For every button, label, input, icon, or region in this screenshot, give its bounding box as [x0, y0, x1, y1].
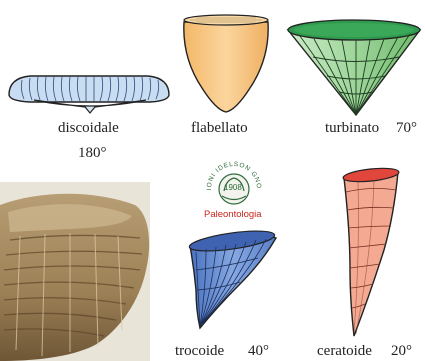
- label-discoidale: discoidale: [58, 121, 119, 136]
- angle-trocoide: 40°: [248, 344, 269, 359]
- ceratoide-shape: [343, 166, 400, 336]
- label-trocoide: trocoide: [175, 344, 224, 359]
- logo-caption: Paleontologia: [204, 210, 262, 220]
- trocoide-shape: [188, 227, 276, 328]
- flabellato-shape: [184, 15, 268, 112]
- label-ceratoide: ceratoide: [317, 344, 372, 359]
- turbinato-shape: [288, 20, 420, 115]
- logo-year: 1908: [224, 184, 242, 192]
- label-turbinato: turbinato: [325, 121, 379, 136]
- coral-photo: [0, 182, 150, 361]
- angle-turbinato: 70°: [396, 121, 417, 136]
- angle-discoidale: 180°: [78, 146, 107, 161]
- label-flabellato: flabellato: [191, 121, 248, 136]
- angle-ceratoide: 20°: [391, 344, 412, 359]
- discoidale-shape: [9, 76, 169, 113]
